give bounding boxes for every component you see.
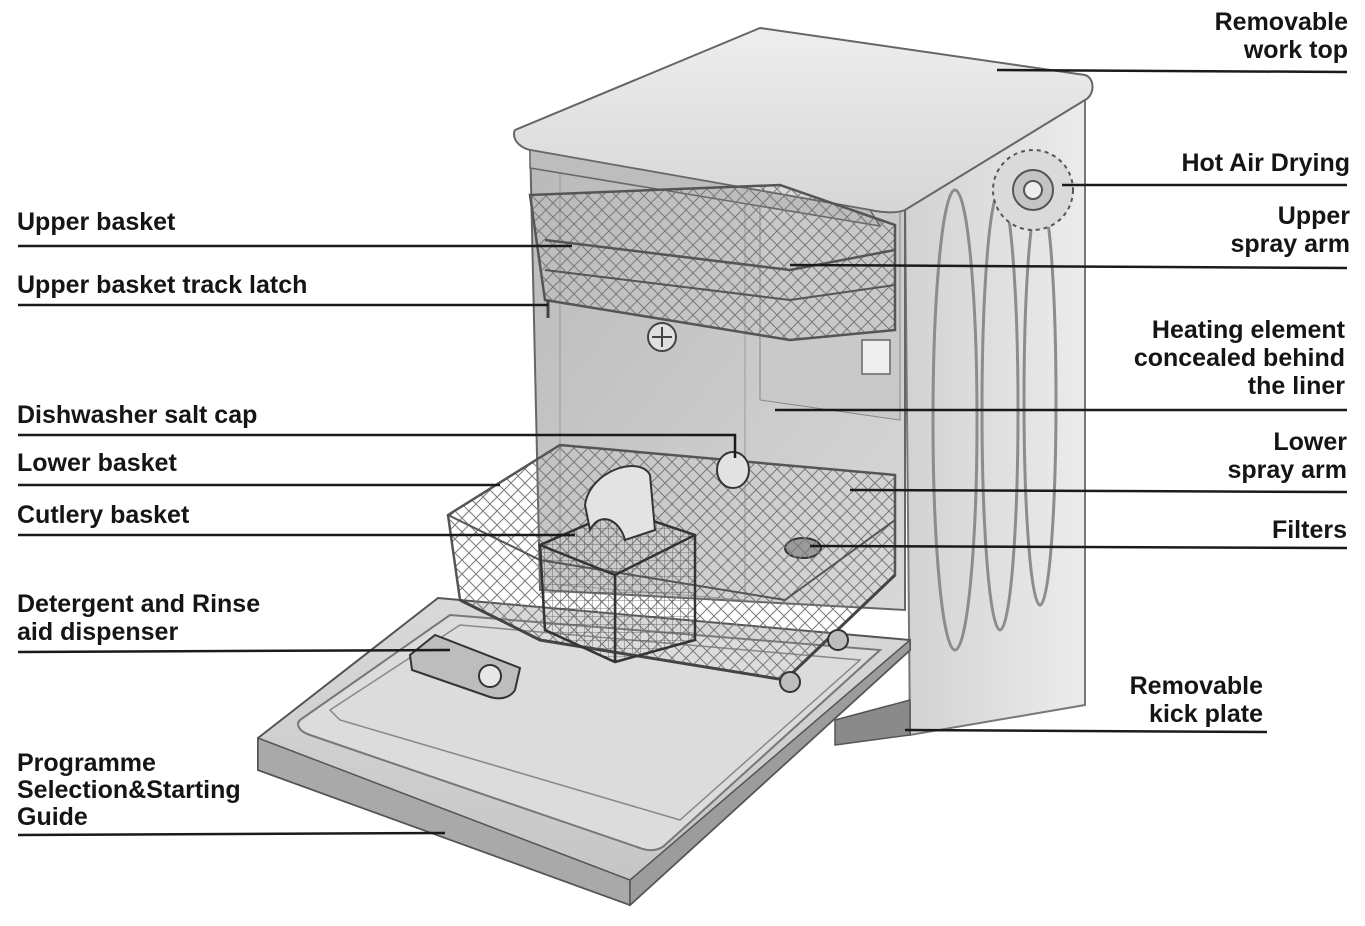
label-heating-line1: Heating element xyxy=(1151,316,1345,344)
label-programme-line3: Guide xyxy=(17,803,88,831)
label-programme-guide: Programme Selection&Starting Guide xyxy=(17,750,241,831)
label-kick-plate-line2: kick plate xyxy=(1149,700,1263,728)
label-programme-line1: Programme xyxy=(17,749,156,777)
label-salt-cap-line1: Dishwasher salt cap xyxy=(17,401,258,429)
label-hot-air-drying: Hot Air Drying xyxy=(1181,149,1350,177)
leader-line-lower-spray xyxy=(849,488,1348,494)
upper-basket xyxy=(528,183,897,342)
label-track-latch: Upper basket track latch xyxy=(17,271,307,299)
label-cutlery-line1: Cutlery basket xyxy=(17,501,190,529)
label-detergent-line2: aid dispenser xyxy=(17,618,179,646)
label-lower-spray-line2: spray arm xyxy=(1227,456,1347,484)
label-detergent-line1: Detergent and Rinse xyxy=(17,590,261,618)
label-hot-air-line1: Hot Air Drying xyxy=(1181,149,1350,177)
label-worktop-line1: Removable xyxy=(1214,8,1348,36)
leader-line-worktop xyxy=(996,68,1348,74)
label-salt-cap: Dishwasher salt cap xyxy=(17,401,257,429)
label-upper-basket-line1: Upper basket xyxy=(17,208,176,236)
label-kick-plate: Removable kick plate xyxy=(1130,672,1263,728)
label-upper-basket: Upper basket xyxy=(17,208,175,236)
label-upper-spray-line1: Upper xyxy=(1277,202,1350,230)
label-lower-spray-line1: Lower xyxy=(1273,428,1347,456)
salt-cap xyxy=(716,451,750,489)
label-cutlery-basket: Cutlery basket xyxy=(17,501,189,529)
upper-spray-arm xyxy=(647,322,677,352)
cutlery-basket xyxy=(538,465,697,664)
label-worktop: Removable work top xyxy=(1215,8,1348,64)
label-detergent-dispenser: Detergent and Rinse aid dispenser xyxy=(17,590,260,646)
label-heating-line2: concealed behind xyxy=(1133,344,1345,372)
label-lower-basket: Lower basket xyxy=(17,449,177,477)
label-programme-line2: Selection&Starting xyxy=(17,776,241,804)
label-lower-spray-arm: Lower spray arm xyxy=(1227,428,1347,484)
leader-line-kick-plate xyxy=(904,728,1268,734)
label-upper-spray-line2: spray arm xyxy=(1230,230,1350,258)
label-kick-plate-line1: Removable xyxy=(1129,672,1263,700)
kick-plate xyxy=(834,699,911,746)
leader-line-salt-cap xyxy=(18,433,737,458)
leader-line-detergent xyxy=(17,648,451,654)
label-lower-basket-line1: Lower basket xyxy=(17,449,177,477)
leader-line-programme xyxy=(17,831,446,837)
leader-lines xyxy=(17,68,1348,837)
label-worktop-line2: work top xyxy=(1243,36,1348,64)
leader-line-upper-spray xyxy=(789,263,1348,270)
hot-air-vent xyxy=(992,149,1074,231)
label-filters-line1: Filters xyxy=(1271,516,1347,544)
leader-line-filters xyxy=(809,544,1348,550)
label-track-latch-line1: Upper basket track latch xyxy=(17,271,308,299)
label-heating-element: Heating element concealed behind the lin… xyxy=(1134,316,1345,400)
label-upper-spray-arm: Upper spray arm xyxy=(1230,202,1350,258)
label-filters: Filters xyxy=(1272,516,1347,544)
label-heating-line3: the liner xyxy=(1247,372,1345,400)
